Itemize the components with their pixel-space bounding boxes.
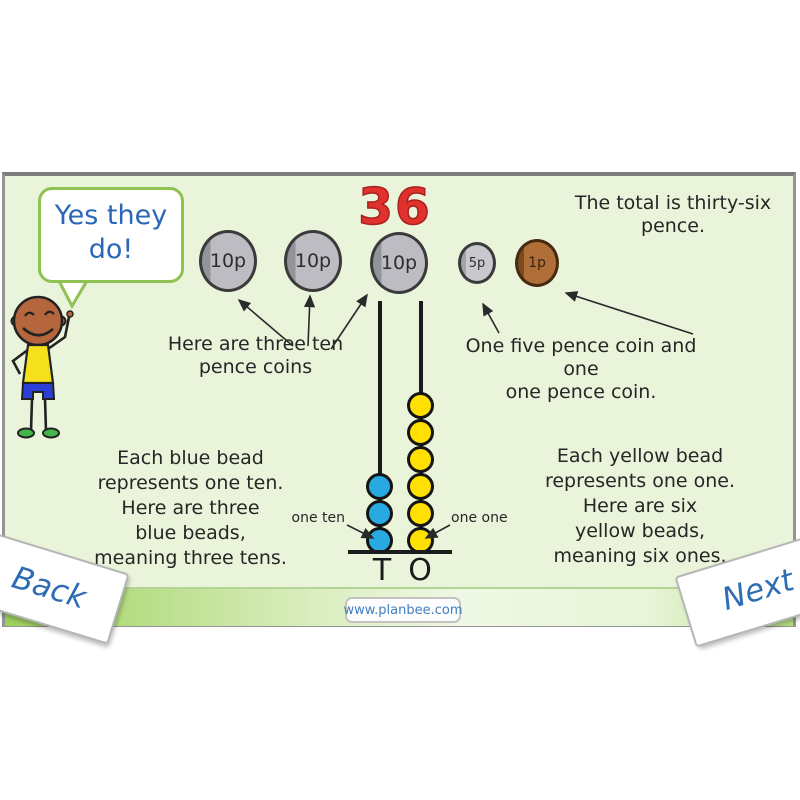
coin-label: 5p: [468, 255, 486, 271]
coin-label: 10p: [380, 252, 418, 274]
label-one-one: one one: [451, 510, 508, 526]
eye-left: [24, 311, 35, 317]
speech-line1: Yes they: [54, 200, 168, 231]
arm-left: [11, 347, 30, 375]
cartoon-child: [10, 277, 91, 439]
speech-bubble: Yes they do!: [38, 187, 184, 283]
shirt: [21, 343, 55, 385]
arm-right: [47, 316, 71, 351]
caption-tens-line2: pence coins: [198, 356, 313, 378]
abacus-letter-tens: T: [372, 553, 392, 588]
yellow-line4: yellow beads,: [574, 520, 706, 542]
smile: [22, 327, 54, 337]
legs: [29, 398, 48, 432]
next-button-label: Next: [717, 562, 799, 618]
coins-row: 10p 10p 10p 5p 1p: [5, 176, 793, 326]
speech-bubble-tail: [55, 277, 91, 310]
speech-line2: do!: [88, 234, 134, 265]
yellow-bead-4: [407, 446, 434, 473]
coin-5p-4: 5p: [458, 242, 496, 284]
label-one-ten: one ten: [291, 510, 345, 526]
caption-five-one-pence: One five pence coin and one one pence co…: [450, 335, 712, 404]
caption-ones-line1: One five pence coin and one: [465, 335, 697, 380]
caption-total-line2: pence.: [641, 215, 705, 237]
yellow-line2: represents one one.: [544, 470, 736, 492]
coin-10p-2: 10p: [284, 230, 342, 292]
yellow-bead-2: [407, 500, 434, 527]
shoe-right: [42, 427, 60, 439]
coin-1p-5: 1p: [515, 239, 559, 287]
blue-line1: Each blue bead: [117, 447, 264, 469]
coin-label: 10p: [294, 250, 332, 272]
caption-total-line1: The total is thirty-six: [574, 192, 772, 214]
hand-right: [66, 310, 74, 318]
coin-10p-1: 10p: [199, 230, 257, 292]
yellow-beads-explanation: Each yellow bead represents one one. Her…: [510, 444, 770, 569]
blue-beads-explanation: Each blue bead represents one ten. Here …: [63, 446, 318, 571]
eye-right: [44, 310, 55, 316]
shorts: [20, 382, 56, 400]
back-button-label: Back: [7, 559, 91, 617]
abacus-base: [348, 550, 452, 554]
yellow-line5: meaning six ones.: [553, 545, 727, 567]
blue-line3: Here are three: [121, 497, 260, 519]
yellow-line1: Each yellow bead: [556, 445, 724, 467]
caption-ones-line2: one pence coin.: [505, 381, 657, 403]
total-number: 36: [357, 177, 432, 237]
abacus-letter-ones: O: [408, 553, 432, 588]
coin-label: 10p: [209, 250, 247, 272]
head: [12, 295, 64, 347]
shoe-left: [17, 427, 35, 439]
blue-line4: blue beads,: [135, 522, 246, 544]
blue-line2: represents one ten.: [97, 472, 284, 494]
coin-label: 1p: [528, 255, 546, 271]
abacus-tens-rod: [378, 301, 382, 553]
yellow-bead-3: [407, 473, 434, 500]
coin-10p-3: 10p: [370, 232, 428, 294]
planbee-link[interactable]: www.planbee.com: [343, 597, 463, 623]
caption-total: The total is thirty-six pence.: [553, 192, 793, 238]
yellow-line3: Here are six: [582, 495, 698, 517]
yellow-bead-5: [407, 419, 434, 446]
yellow-bead-6: [407, 392, 434, 419]
blue-bead-2: [366, 500, 393, 527]
blue-line5: meaning three tens.: [94, 547, 287, 569]
blue-bead-3: [366, 473, 393, 500]
